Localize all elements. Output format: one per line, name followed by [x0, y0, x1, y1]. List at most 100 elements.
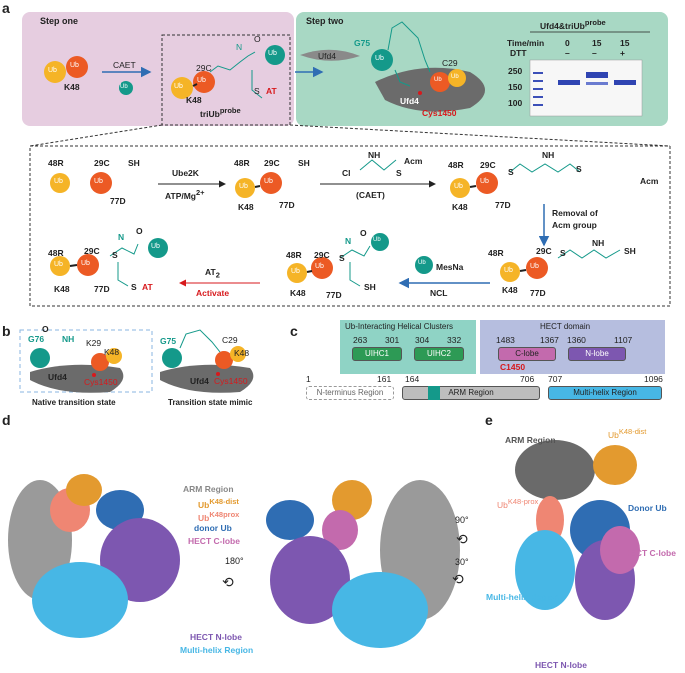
c1450-label: C1450 [500, 362, 526, 372]
caet-ub [119, 81, 133, 95]
step-one-label: Step one [40, 16, 79, 26]
s-ub-6c: Ub [151, 243, 160, 250]
b-k29: K29 [86, 338, 102, 348]
e-rot2: 30° [455, 557, 469, 567]
panel-e-letter: e [485, 412, 493, 428]
step2-ub-2: Ub [434, 77, 442, 83]
s-29c-6: 29C [84, 246, 100, 256]
s-n-5: N [345, 236, 352, 246]
s-removal-1: Removal of [552, 208, 598, 218]
s-ub-6b: Ub [81, 260, 90, 267]
ufd4-shape-small [300, 49, 360, 61]
caet-ub-label: Ub [120, 84, 128, 90]
gel-image [529, 59, 643, 117]
step-two-label: Step two [306, 16, 344, 26]
ub-yellow-1 [44, 61, 66, 83]
s-k48-3: K48 [452, 202, 468, 212]
s-s-1: S [396, 168, 402, 178]
s-ub-mesna: Ub [418, 260, 426, 266]
panel-c-letter: c [290, 323, 298, 339]
s-77d-4: 77D [530, 288, 546, 298]
scheme-box [29, 145, 671, 307]
uihc1-box: UIHC1 [352, 347, 402, 361]
gel-marker-100: 100 [508, 98, 523, 108]
panel-b-graphics [19, 329, 254, 393]
uihc-num-263: 263 [353, 335, 368, 345]
e-ub-prox: UbK48-prox [497, 497, 539, 510]
uihc-num-332: 332 [447, 335, 462, 345]
gel-time-label: Time/min [507, 38, 545, 48]
s-n-6: N [118, 232, 125, 242]
panel-e-cartoon [515, 440, 640, 620]
s-ube2k: Ube2K [172, 168, 199, 178]
s-ub-5b: Ub [315, 263, 324, 270]
s-atp: ATP/Mg2+ [165, 188, 205, 201]
step2-cys-label: Cys1450 [422, 108, 457, 118]
e-hect-n: HECT N-lobe [535, 660, 587, 670]
b-cys-2: Cys1450 [214, 376, 248, 386]
panel-a-letter: a [2, 0, 10, 16]
s-sh-1: SH [128, 158, 140, 168]
s-ub-6a: Ub [54, 261, 63, 268]
at-label: AT [266, 86, 277, 96]
panel-a-graphics [22, 12, 671, 307]
ub-orange-1 [66, 56, 88, 78]
s-o-5: O [360, 228, 367, 238]
ufd4-small-label: Ufd4 [318, 51, 336, 61]
s-48r-6: 48R [48, 248, 64, 258]
e-arm: ARM Region [505, 435, 556, 445]
b-o-minus: O [42, 324, 49, 334]
s-29c-1: 29C [94, 158, 110, 168]
e-multi: Multi-helix Region [486, 592, 560, 602]
s-label: S [254, 86, 260, 96]
b-g76: G76 [28, 334, 45, 344]
s-k48-5: K48 [290, 288, 306, 298]
s-29c-5: 29C [314, 250, 330, 260]
s-o-6: O [136, 226, 143, 236]
s-nh-3: NH [542, 150, 555, 160]
s-ub-2a: Ub [239, 183, 248, 190]
s-ub-3a: Ub [454, 183, 463, 190]
d-hect-c: HECT C-lobe [188, 536, 240, 546]
c29-label: 29C [196, 63, 212, 73]
uihc-num-301: 301 [385, 335, 400, 345]
step2-ub-3: Ub [451, 74, 459, 80]
s-ncl: NCL [430, 288, 448, 298]
s-48r-4: 48R [488, 248, 504, 258]
b-nh2: NH [62, 334, 75, 344]
s-s-6: S [112, 250, 118, 260]
gel-marker-250: 250 [508, 66, 523, 76]
b-g75: G75 [160, 336, 177, 346]
step2-c29-label: C29 [442, 58, 458, 68]
e-rot2-icon: ⟲ [452, 571, 464, 587]
b-cys: Cys1450 [84, 377, 118, 387]
bound-161: 161 [377, 374, 392, 384]
s-mesna: MesNa [436, 262, 464, 272]
b-k48-2: K48 [234, 348, 250, 358]
s-sh-4: SH [624, 246, 636, 256]
hect-num-1107: 1107 [614, 335, 633, 345]
s-77d-3: 77D [495, 200, 511, 210]
s-ub-4a: Ub [504, 267, 513, 274]
s-cl: Cl [342, 168, 351, 178]
s-caet-paren: (CAET) [356, 190, 385, 200]
s-s-3: S [508, 167, 514, 177]
d-hect-n: HECT N-lobe [190, 632, 242, 642]
e-hect-c: HECT C-lobe [624, 548, 676, 558]
s-s-6b: S [131, 282, 137, 292]
gel-time-1: 15 [592, 38, 602, 48]
gel-marker-150: 150 [508, 82, 523, 92]
s-77d-6: 77D [94, 284, 110, 294]
e-rot1-icon: ⟲ [456, 531, 468, 547]
d-ub-dist: UbK48-dist [198, 497, 239, 510]
step2-ufd4-label: Ufd4 [400, 96, 419, 106]
uihc2-box: UIHC2 [414, 347, 464, 361]
step-one-bg [22, 12, 294, 126]
tri-ub-probe-label: triUbprobe [200, 106, 241, 119]
s-29c-2: 29C [264, 158, 280, 168]
b-native-label: Native transition state [32, 398, 116, 407]
ub-label-1: Ub [48, 67, 57, 74]
s-at-6: AT [142, 282, 153, 292]
b-c29: C29 [222, 335, 238, 345]
s-29c-4: 29C [536, 246, 552, 256]
